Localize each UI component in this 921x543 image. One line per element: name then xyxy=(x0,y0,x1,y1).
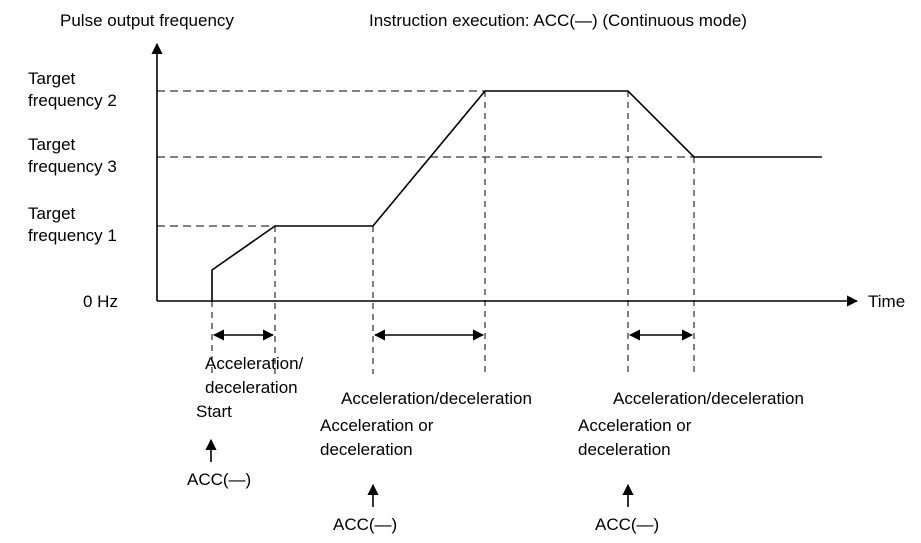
label-zero-hz: 0 Hz xyxy=(83,292,118,311)
instruction-label-3: ACC(—) xyxy=(595,515,659,534)
instruction-label-1: ACC(—) xyxy=(187,470,251,489)
x-axis-title: Time xyxy=(868,292,905,311)
label-target-3: Target frequency 3 xyxy=(28,135,117,176)
y-axis-title: Pulse output frequency xyxy=(60,11,234,30)
instruction-label-2: ACC(—) xyxy=(333,515,397,534)
label-start: Start xyxy=(196,402,232,421)
label-target-1: Target frequency 1 xyxy=(28,204,117,245)
frequency-profile xyxy=(211,90,822,301)
label-target-2: Target frequency 2 xyxy=(28,69,117,110)
diagram-caption: Instruction execution: ACC(—) (Continuou… xyxy=(369,11,747,30)
label-span-1: Acceleration/ deceleration xyxy=(205,354,308,397)
label-span-2: Acceleration/deceleration xyxy=(341,389,532,408)
label-acc-or-dec-right: Acceleration or deceleration xyxy=(578,416,696,459)
label-acc-or-dec-mid: Acceleration or deceleration xyxy=(320,416,438,459)
label-span-3: Acceleration/deceleration xyxy=(613,389,804,408)
